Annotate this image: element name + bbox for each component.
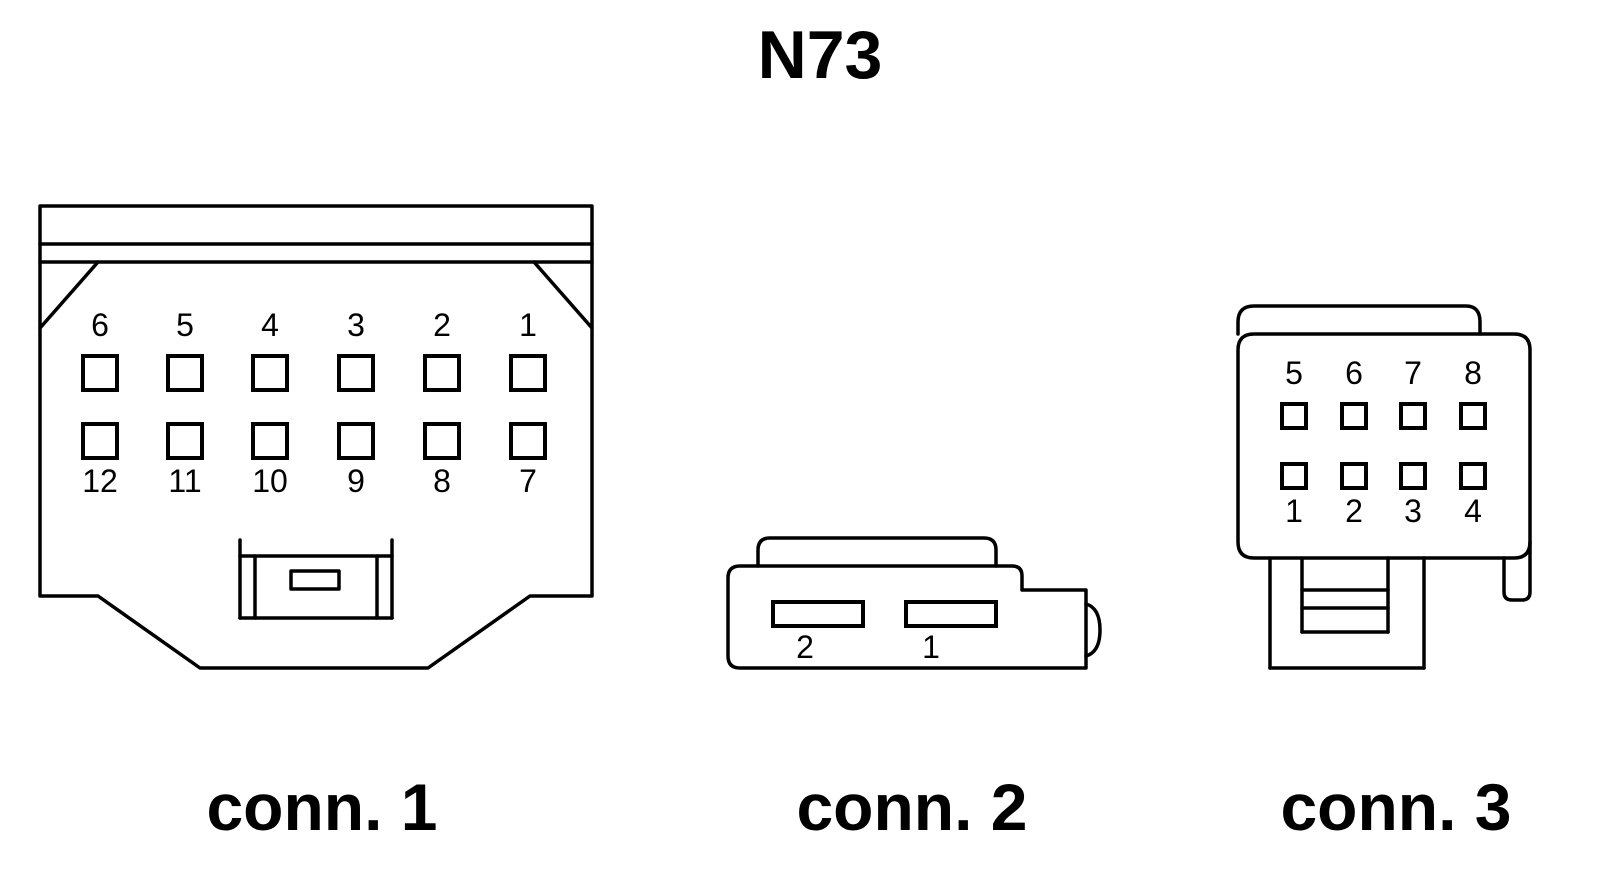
connector-1-pin-5 — [166, 354, 204, 392]
connector-2-pin-1 — [904, 600, 998, 628]
conn1-pin-label: 1 — [519, 307, 537, 343]
connector-1-pin-10 — [251, 422, 289, 460]
connector-3-pin-3 — [1399, 462, 1427, 490]
connector-3-top-pins — [1280, 402, 1487, 430]
conn1-pin-label: 11 — [168, 463, 201, 499]
connector-1-latch — [238, 538, 394, 620]
conn3-pin-label: 1 — [1285, 493, 1303, 529]
connector-3-pin-4 — [1459, 462, 1487, 490]
connector-2-tab — [1084, 602, 1102, 658]
conn3-pin-label: 4 — [1464, 493, 1482, 529]
connector-1-pin-1 — [509, 354, 547, 392]
conn3-pin-label: 8 — [1464, 355, 1482, 391]
connector-1-pin-2 — [423, 354, 461, 392]
connector-3-pin-5 — [1280, 402, 1308, 430]
conn1-pin-label: 3 — [347, 307, 365, 343]
connector-3-housing — [1236, 332, 1532, 560]
connector-1-pin-12 — [81, 422, 119, 460]
conn1-pin-label: 6 — [91, 307, 109, 343]
connector-1-chamfer-right — [532, 260, 594, 330]
connector-1-housing — [38, 204, 594, 670]
conn1-pin-label: 9 — [347, 463, 365, 499]
conn1-pin-label: 7 — [519, 463, 537, 499]
connector-3-pin-1 — [1280, 462, 1308, 490]
connector-2-caption: conn. 2 — [796, 770, 1027, 844]
connector-3-pin-7 — [1399, 402, 1427, 430]
conn1-pin-label: 2 — [433, 307, 451, 343]
connector-3-pin-8 — [1459, 402, 1487, 430]
connector-3: 5 6 7 8 1 2 3 4 — [1236, 304, 1532, 670]
diagram-title: N73 — [758, 17, 883, 93]
conn1-pin-label: 10 — [252, 463, 288, 499]
conn1-pin-label: 8 — [433, 463, 451, 499]
connector-3-caption: conn. 3 — [1280, 770, 1511, 844]
connector-1-chamfer-left — [38, 260, 100, 330]
conn3-pin-label: 3 — [1404, 493, 1422, 529]
conn3-pin-label: 2 — [1345, 493, 1363, 529]
connector-3-top-lip — [1236, 304, 1482, 336]
connector-1-pin-9 — [337, 422, 375, 460]
conn1-pin-label: 5 — [176, 307, 194, 343]
conn1-pin-label: 12 — [82, 463, 118, 499]
connector-2: 2 1 — [726, 536, 1102, 670]
connector-1-pin-6 — [81, 354, 119, 392]
conn2-pin-label: 2 — [796, 629, 814, 665]
connector-1-top-pins — [81, 354, 547, 392]
connector-1-caption: conn. 1 — [206, 770, 437, 844]
connector-3-pin-2 — [1340, 462, 1368, 490]
connector-3-pin-6 — [1340, 402, 1368, 430]
conn3-pin-label: 6 — [1345, 355, 1363, 391]
conn1-pin-label: 4 — [261, 307, 279, 343]
connector-3-bottom-pins — [1280, 462, 1487, 490]
connector-3-side-tab — [1502, 540, 1532, 602]
conn2-pin-label: 1 — [922, 629, 940, 665]
connector-2-pin-2 — [771, 600, 865, 628]
conn3-pin-label: 5 — [1285, 355, 1303, 391]
connector-1-pin-8 — [423, 422, 461, 460]
connector-1-pin-3 — [337, 354, 375, 392]
connector-1: 6 5 4 3 2 1 12 11 10 9 8 7 — [38, 204, 594, 670]
connector-2-body — [726, 564, 1088, 670]
connector-1-bottom-pins — [81, 422, 547, 460]
conn3-pin-label: 7 — [1404, 355, 1422, 391]
connector-1-pin-7 — [509, 422, 547, 460]
connector-3-latch — [1268, 556, 1426, 670]
connector-1-pin-4 — [251, 354, 289, 392]
connector-2-housing — [756, 536, 998, 568]
connector-1-pin-11 — [166, 422, 204, 460]
